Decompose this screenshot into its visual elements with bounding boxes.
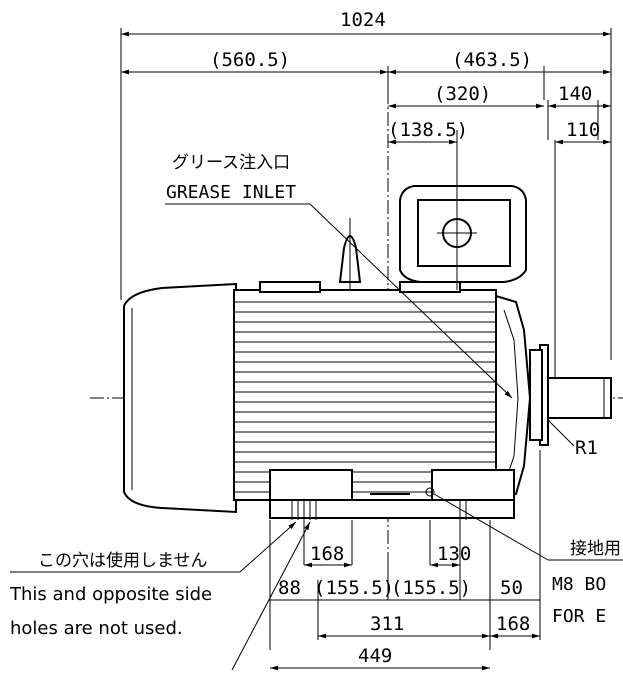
dim-foot-to-edge: 130	[437, 543, 471, 565]
dim-left-end-to-foot: 88	[278, 577, 301, 599]
fillet-leader	[547, 419, 575, 447]
ground-label-en-2: FOR E	[552, 606, 606, 627]
dim-foot-hole-spacing: 168	[310, 543, 344, 565]
unused-holes-label-en-1: This and opposite side	[9, 584, 212, 605]
dim-overall-length: 1024	[340, 9, 386, 31]
unused-holes-label-jp: この穴は使用しません	[38, 550, 208, 571]
unused-holes-label-en-2: holes are not used.	[10, 618, 183, 639]
grease-inlet-label-jp: グリース注入口	[172, 153, 290, 173]
dim-foot-span: 311	[370, 613, 404, 635]
dim-shaft-length: 110	[566, 119, 600, 141]
ground-label-en-1: M8 BO	[552, 574, 606, 595]
grease-leader	[309, 203, 513, 399]
dim-shaft-end-to-foot: 168	[496, 613, 530, 635]
unused-holes-leader-2	[231, 521, 311, 671]
grease-inlet-label-en: GREASE INLET	[166, 182, 296, 203]
dim-shaft-extension: 140	[558, 83, 592, 105]
dim-right-part: (463.5)	[452, 49, 532, 71]
motor-body	[123, 281, 612, 520]
bottom-dimensions	[269, 450, 541, 671]
top-dimensions	[120, 28, 612, 380]
terminal-box	[338, 150, 527, 290]
dim-foot-half-left: (155.5)	[314, 577, 394, 599]
dim-foot-total: 449	[358, 645, 392, 667]
dim-foot-half-right: (155.5)	[391, 577, 471, 599]
dim-terminal-box-offset: (320)	[434, 83, 491, 105]
dim-foot-to-shaft-end: 50	[500, 577, 523, 599]
unused-holes-leader-1	[239, 521, 297, 573]
dim-terminal-box-center: (138.5)	[388, 119, 468, 141]
ground-label-jp: 接地用	[570, 539, 621, 559]
dim-left-part: (560.5)	[210, 49, 290, 71]
ground-leader	[433, 493, 549, 561]
fillet-radius-label: R1	[575, 437, 598, 459]
